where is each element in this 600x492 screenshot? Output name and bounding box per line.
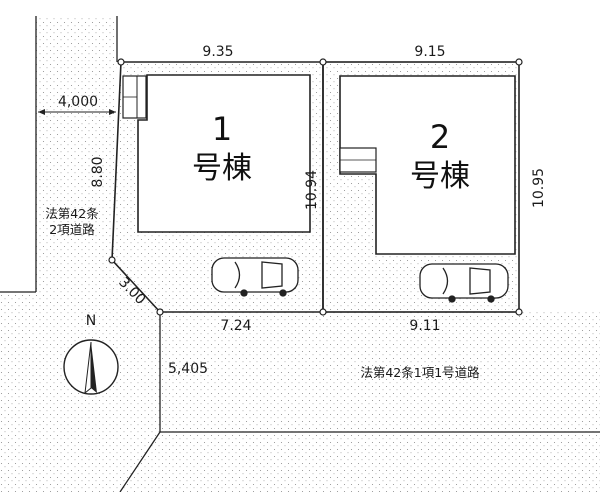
side-road-area xyxy=(0,16,600,492)
dim-bottom-lot-2: 9.11 xyxy=(409,318,440,334)
car-lot-2 xyxy=(419,263,509,303)
dim-top-lot-2: 9.15 xyxy=(414,44,445,60)
building-1 xyxy=(137,74,311,233)
boundary-markers xyxy=(108,58,523,316)
dim-bottom-lot-1: 7.24 xyxy=(220,318,251,334)
dim-right-side: 10.95 xyxy=(531,168,547,208)
dim-top-lot-1: 9.35 xyxy=(202,44,233,60)
dim-shared-boundary: 10.94 xyxy=(304,170,320,210)
compass-north-label: N xyxy=(86,313,96,329)
road-width-arrow-left xyxy=(38,109,45,115)
building-2-label: 号棟 xyxy=(410,159,470,194)
dim-left-side: 8.80 xyxy=(90,156,106,187)
front-road-area xyxy=(160,312,600,432)
dim-road-width: 4,000 xyxy=(58,94,98,110)
building-1-number: 1 xyxy=(212,110,232,148)
side-road-label-line-2: 2項道路 xyxy=(49,222,95,237)
building-2-number: 2 xyxy=(430,118,450,156)
compass xyxy=(63,339,119,395)
dim-road-width-bottom: 5,405 xyxy=(168,361,208,377)
road-width-arrow-right xyxy=(109,109,116,115)
front-road-label: 法第42条1項1号道路 xyxy=(360,365,480,380)
side-road-label-line-1: 法第42条 xyxy=(45,206,99,221)
building-2 xyxy=(339,75,516,255)
building-1-label: 号棟 xyxy=(192,151,252,186)
car-lot-1 xyxy=(211,257,299,297)
road-edge-diagonal xyxy=(119,431,161,492)
